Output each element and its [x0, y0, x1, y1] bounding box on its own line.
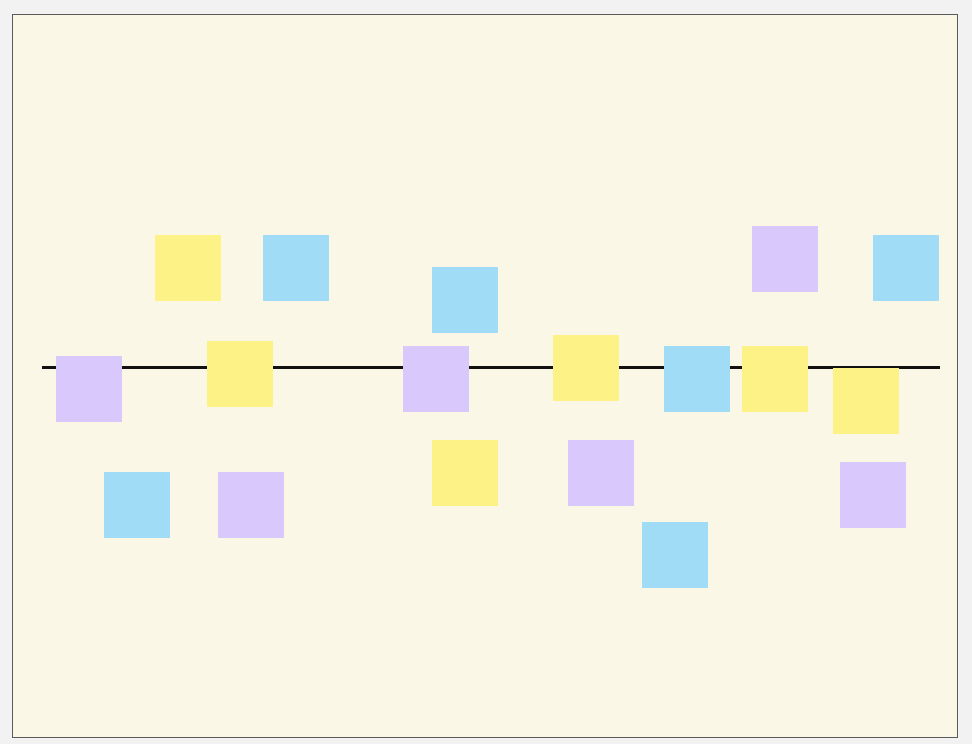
- sticky-note-yellow[interactable]: [742, 346, 808, 412]
- sticky-note-purple[interactable]: [840, 462, 906, 528]
- sticky-note-purple[interactable]: [752, 226, 818, 292]
- sticky-note-blue[interactable]: [432, 267, 498, 333]
- sticky-note-purple[interactable]: [218, 472, 284, 538]
- sticky-note-blue[interactable]: [642, 522, 708, 588]
- sticky-note-yellow[interactable]: [207, 341, 273, 407]
- whiteboard-canvas[interactable]: [12, 14, 958, 738]
- sticky-note-purple[interactable]: [56, 356, 122, 422]
- sticky-note-yellow[interactable]: [432, 440, 498, 506]
- sticky-note-blue[interactable]: [873, 235, 939, 301]
- sticky-note-yellow[interactable]: [833, 368, 899, 434]
- sticky-note-yellow[interactable]: [155, 235, 221, 301]
- sticky-note-blue[interactable]: [104, 472, 170, 538]
- sticky-note-purple[interactable]: [403, 346, 469, 412]
- sticky-note-blue[interactable]: [664, 346, 730, 412]
- sticky-note-purple[interactable]: [568, 440, 634, 506]
- sticky-note-blue[interactable]: [263, 235, 329, 301]
- timeline-line[interactable]: [42, 366, 940, 369]
- sticky-note-yellow[interactable]: [553, 335, 619, 401]
